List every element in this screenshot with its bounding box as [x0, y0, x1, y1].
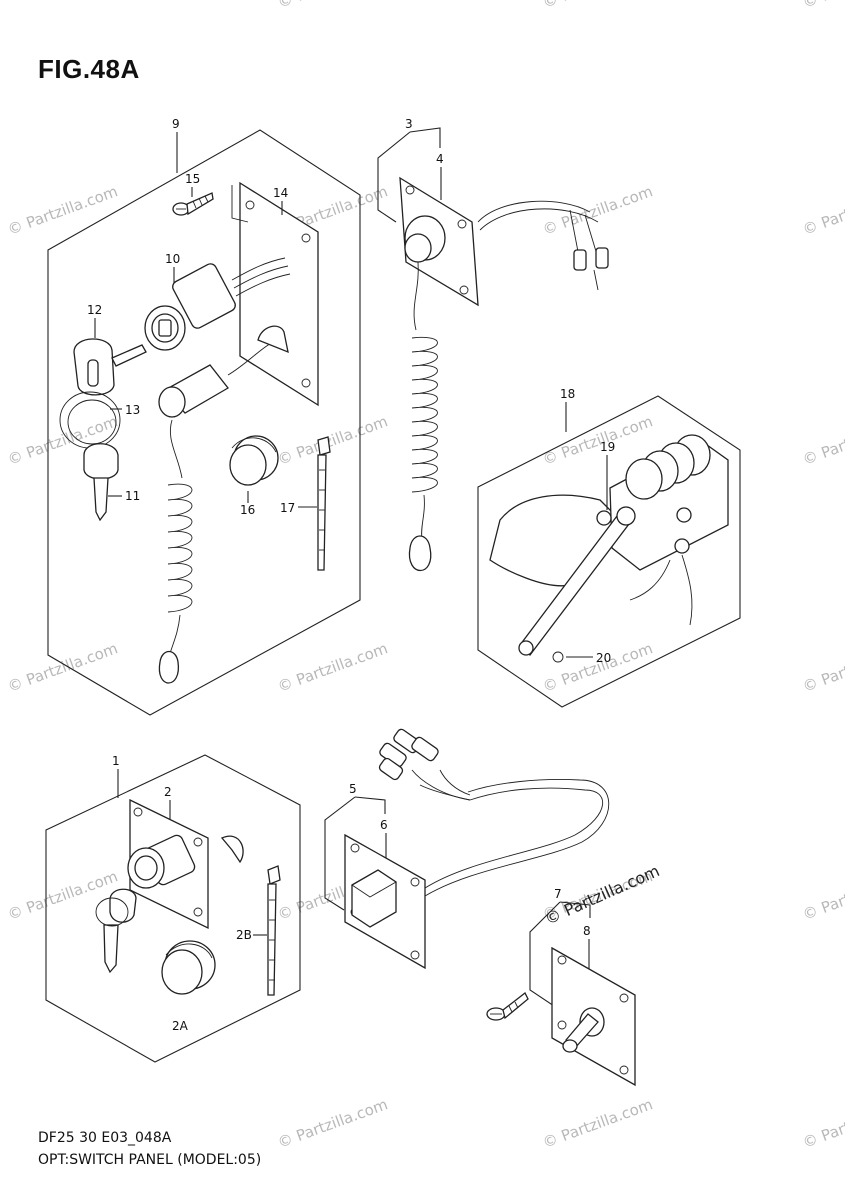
watermark-text: © Partzilla.com	[800, 182, 845, 239]
kit-18-outline	[477, 395, 741, 708]
kit-18-lever: 18 19 20	[477, 387, 741, 708]
callout-19: 19	[600, 440, 615, 454]
kit-5-switch: 5 6	[324, 728, 610, 970]
cable-tie-17	[317, 436, 331, 571]
callout-2A: 2A	[172, 1019, 189, 1033]
washer-20	[552, 651, 564, 663]
stop-switch	[158, 325, 289, 418]
callout-9: 9	[172, 117, 180, 131]
figure-title: FIG.48A	[38, 54, 140, 84]
hole	[245, 200, 255, 210]
watermark-text: © Partzilla.com	[800, 1095, 845, 1152]
callout-13: 13	[125, 403, 140, 417]
watermark-text: © Partzilla.com	[800, 639, 845, 696]
callout-15: 15	[185, 172, 200, 186]
figure-caption: OPT:SWITCH PANEL (MODEL:05)	[38, 1152, 262, 1168]
ignition-switch-2	[127, 834, 244, 889]
callout-4: 4	[436, 152, 444, 166]
watermark-text: © Partzilla.com	[800, 412, 845, 469]
callout-2: 2	[164, 785, 172, 799]
hole	[301, 378, 311, 388]
lever-spring	[625, 434, 711, 500]
watermark-text: © Partzilla.com	[275, 412, 390, 469]
leader-line	[377, 131, 411, 223]
panel-plate-14	[239, 181, 319, 407]
watermark-text: © Partzilla.com	[275, 0, 390, 12]
leader-line	[354, 796, 386, 814]
toggle-switch-8	[562, 1007, 605, 1053]
lanyard-coil	[158, 419, 193, 684]
watermark-text: © Partzilla.com	[275, 1095, 390, 1152]
callout-17: 17	[280, 501, 295, 515]
leader-line	[409, 127, 441, 148]
watermark-text: © Partzilla.com	[5, 182, 120, 239]
rubber-cap-16	[229, 435, 279, 486]
watermark-text: © Partzilla.com	[540, 1095, 655, 1152]
callout-14: 14	[273, 186, 288, 200]
kit-3-stop-switch: 3 4	[377, 117, 609, 572]
switch-6-body	[351, 869, 397, 928]
ignition-switch-10	[144, 257, 291, 351]
leader-line	[324, 796, 356, 911]
key-11	[83, 443, 119, 522]
screw-15	[172, 192, 214, 216]
kit-1-outline	[45, 754, 301, 1063]
key-2	[95, 888, 137, 974]
plate-edge	[231, 185, 249, 223]
key-ring-13-inner	[67, 399, 117, 445]
callout-20: 20	[596, 651, 611, 665]
callout-1: 1	[112, 754, 120, 768]
key-12	[73, 338, 147, 396]
watermark-text: © Partzilla.com	[800, 0, 845, 12]
hole	[301, 233, 311, 243]
callout-16: 16	[240, 503, 255, 517]
callout-6: 6	[380, 818, 388, 832]
watermark-layer: © Partzilla.com © Partzilla.com © Partzi…	[5, 0, 845, 1152]
watermark-text: © Partzilla.com	[540, 0, 655, 12]
cable-tie-2B	[267, 865, 281, 996]
watermark-text: © Partzilla.com	[540, 639, 655, 696]
figure-code: DF25 30 E03_048A	[38, 1130, 172, 1146]
callout-10: 10	[165, 252, 180, 266]
watermark-text: © Partzilla.com	[540, 182, 655, 239]
callout-8: 8	[583, 924, 591, 938]
watermark-text: © Partzilla.com	[5, 867, 120, 924]
lanyard-coil-3	[408, 261, 438, 572]
callout-5: 5	[349, 782, 357, 796]
callout-11: 11	[125, 489, 140, 503]
kit-9-outline	[47, 129, 361, 716]
kit-1-switch-panel: 1 2 2B	[45, 754, 301, 1063]
callout-18: 18	[560, 387, 575, 401]
screw-7	[486, 992, 529, 1021]
kit-9-switch-panel: 9 14 15 10	[47, 117, 361, 716]
leader-line	[559, 901, 591, 918]
callout-3: 3	[405, 117, 413, 131]
rubber-cap-2A	[161, 940, 216, 995]
callout-7: 7	[554, 887, 562, 901]
watermark-text: © Partzilla.com	[275, 639, 390, 696]
callout-2B: 2B	[236, 928, 252, 942]
watermark-text: © Partzilla.com	[800, 867, 845, 924]
callout-12: 12	[87, 303, 102, 317]
